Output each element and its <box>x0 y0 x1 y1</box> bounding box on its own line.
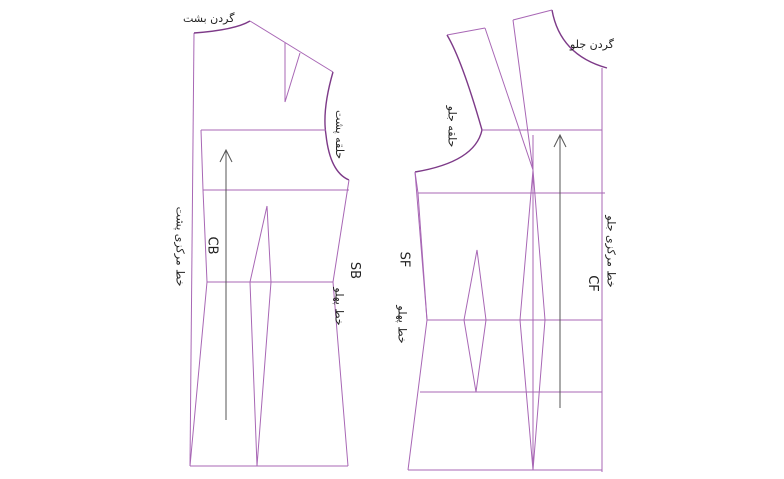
back-side-label: SB <box>347 261 363 280</box>
back-bodice <box>189 20 350 467</box>
front-side-line-label: خط پهلو <box>395 305 409 344</box>
front-neck-curve <box>551 9 608 69</box>
front-bust-dart <box>484 19 534 171</box>
back-grain-arrow <box>219 148 233 420</box>
back-side-line-label: خط پهلو <box>332 287 346 326</box>
back-armhole-curve <box>324 71 350 181</box>
front-center-line-label: خط مرکزی جلو <box>604 215 618 288</box>
front-armhole-label: حلقه جلو <box>445 105 459 148</box>
back-waist-dart <box>249 205 272 467</box>
front-side-dart <box>463 249 487 393</box>
front-side-seam <box>407 171 428 471</box>
front-ease-line <box>414 171 428 321</box>
front-center-label: CF <box>584 275 600 292</box>
back-center-line-label: خط مرکزی پشت <box>173 206 187 287</box>
back-shoulder-dart <box>284 43 301 103</box>
front-side-label: SF <box>396 251 412 268</box>
back-center-line <box>189 32 195 467</box>
front-armhole-curve <box>414 34 483 173</box>
back-center-label: CB <box>204 236 220 255</box>
back-neck-curve <box>193 20 251 34</box>
back-armhole-label: حلقه پشت <box>333 109 347 160</box>
front-shoulder-line <box>446 9 553 36</box>
back-ease-line <box>189 129 208 467</box>
front-grain-arrow <box>553 133 567 408</box>
back-neck-label: گردن بشت <box>183 12 235 25</box>
front-waist-dart <box>519 169 546 471</box>
front-bodice <box>407 9 608 472</box>
back-shoulder-line <box>249 20 334 73</box>
front-neck-label: گردن جلو <box>570 38 614 51</box>
